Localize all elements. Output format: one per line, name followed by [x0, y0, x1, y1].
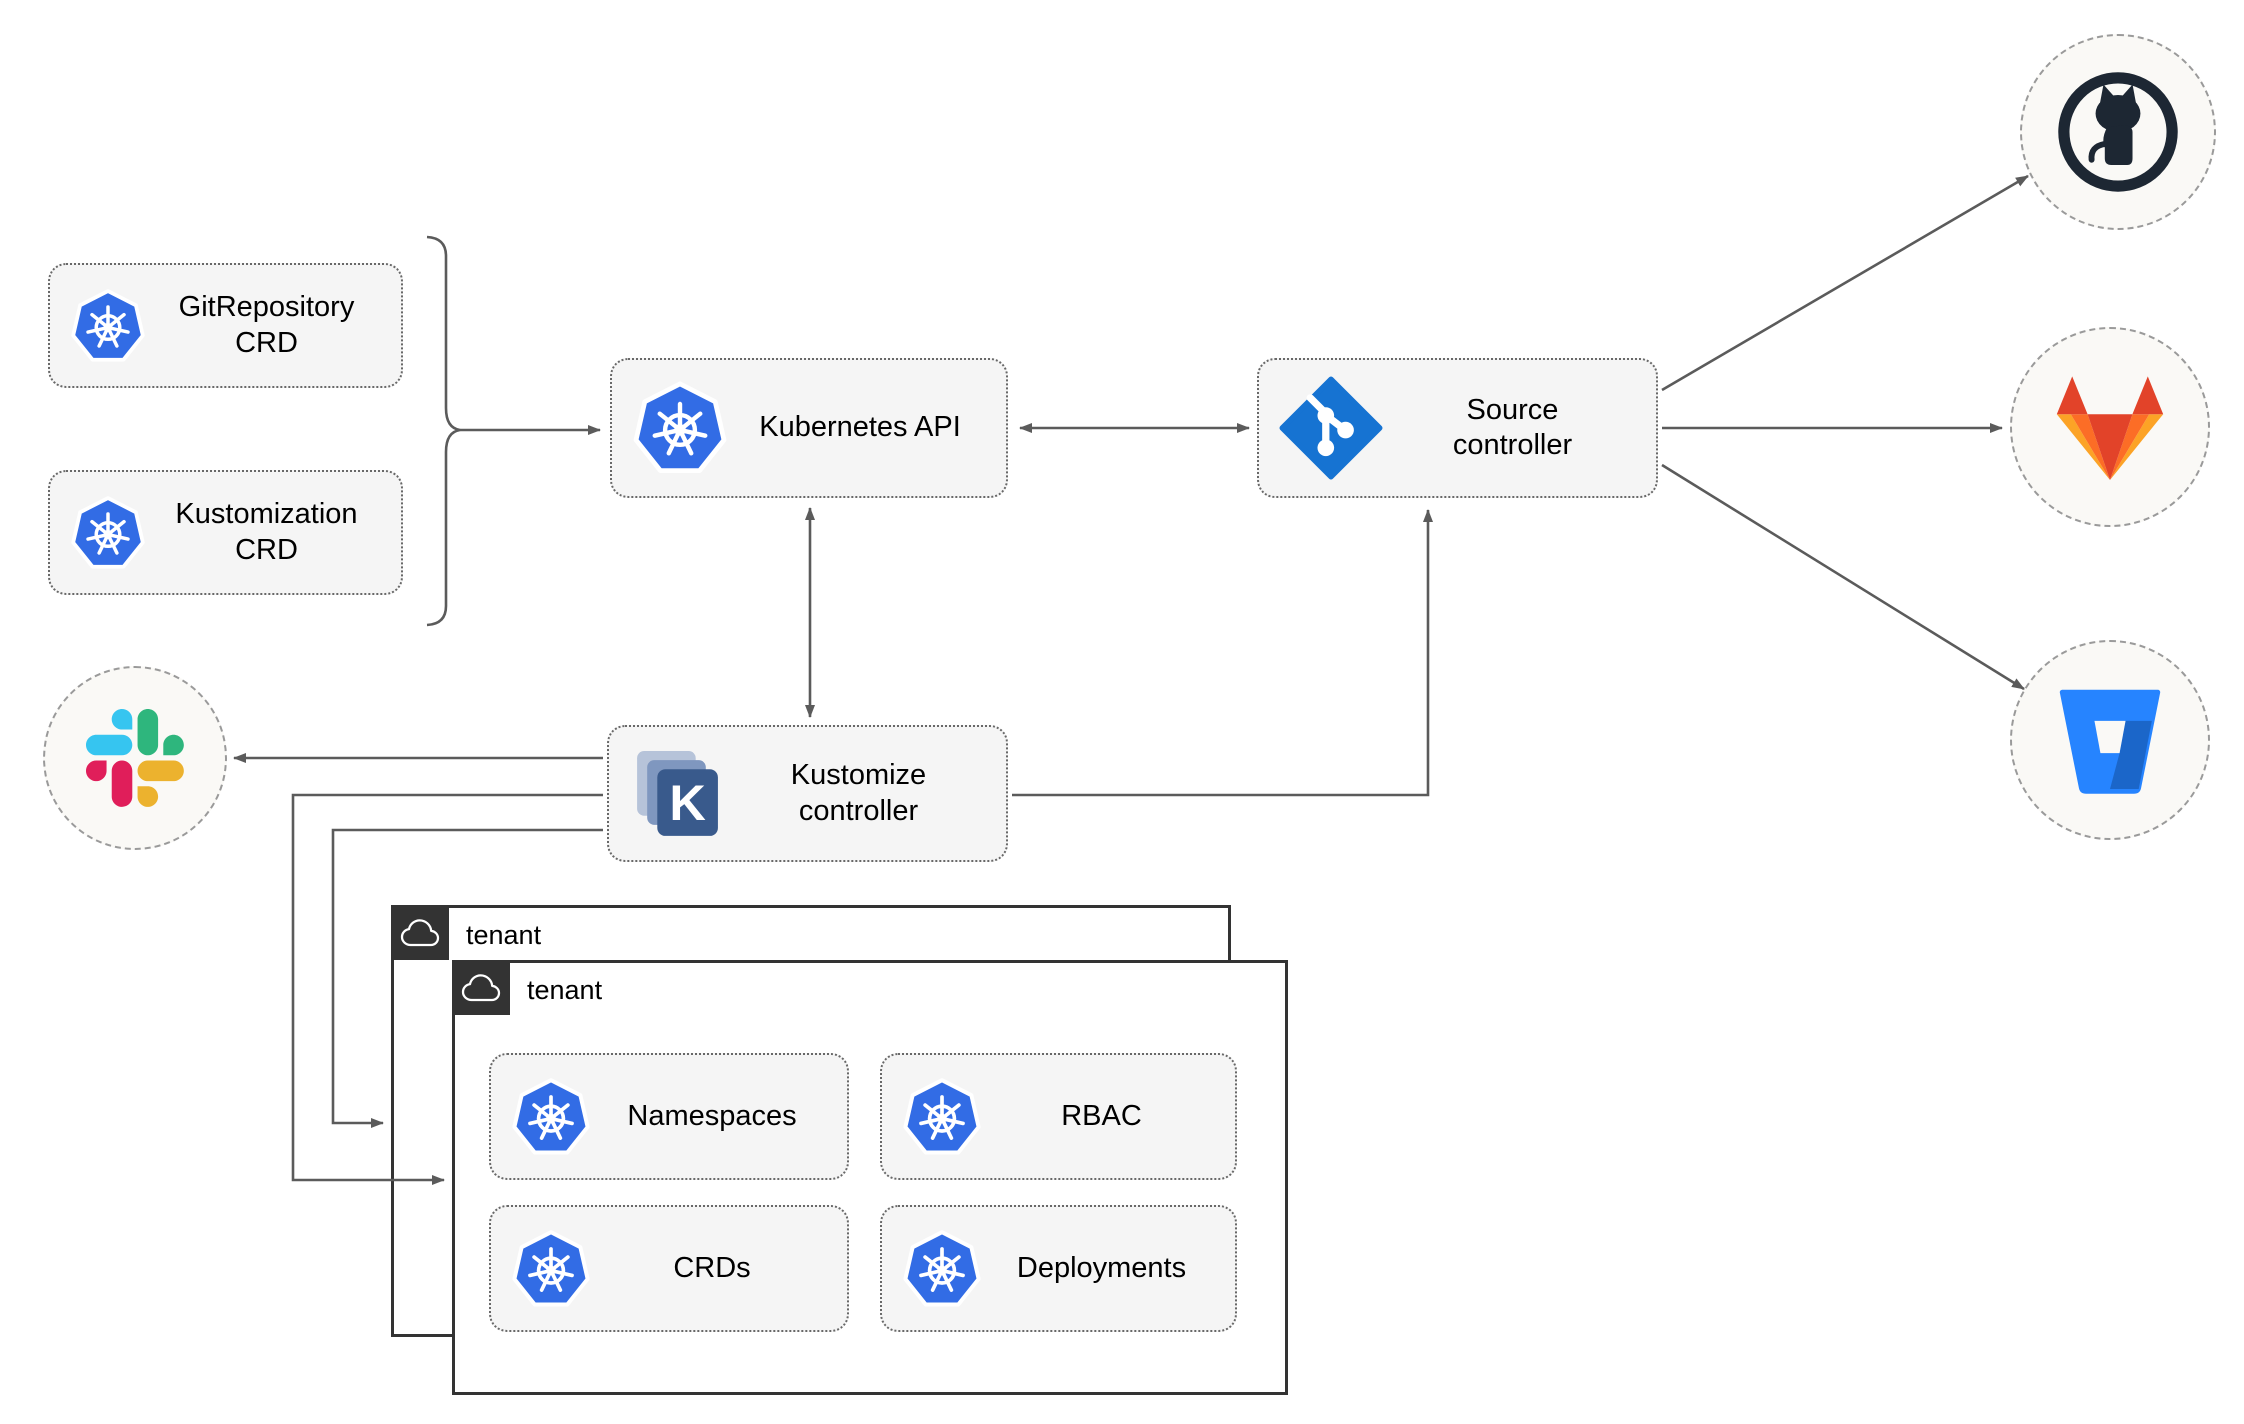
node-kustomization-crd: Kustomization CRD: [48, 470, 403, 595]
node-source-controller-label: Source controller: [1452, 393, 1573, 461]
node-crds-label: CRDs: [673, 1251, 751, 1284]
cloud-icon: [391, 905, 449, 960]
slack-icon: [86, 709, 184, 807]
gitlab-endpoint: [2010, 327, 2210, 527]
node-namespaces: Namespaces: [489, 1053, 849, 1180]
node-kustomization-crd-label: Kustomization CRD: [175, 498, 358, 566]
node-gitrepository-crd: GitRepository CRD: [48, 263, 403, 388]
kubernetes-icon: [902, 1077, 982, 1157]
bitbucket-icon: [2049, 685, 2171, 795]
slack-endpoint: [43, 666, 227, 850]
bitbucket-endpoint: [2010, 640, 2210, 840]
node-kustomize-controller-label: Kustomize controller: [790, 759, 927, 827]
kubernetes-icon: [511, 1077, 591, 1157]
kubernetes-icon: [902, 1229, 982, 1309]
tenant-front-label: tenant: [527, 975, 603, 1005]
node-rbac-label: RBAC: [1061, 1099, 1142, 1132]
node-deployments: Deployments: [880, 1205, 1237, 1332]
cloud-icon: [452, 960, 510, 1015]
node-source-controller: Source controller: [1257, 358, 1658, 498]
node-kustomize-controller: K Kustomize controller: [607, 725, 1008, 862]
node-rbac: RBAC: [880, 1053, 1237, 1180]
node-kubernetes-api-label: Kubernetes API: [759, 411, 961, 444]
crd-brace: [426, 235, 461, 627]
svg-text:K: K: [669, 773, 706, 830]
github-endpoint: [2020, 34, 2216, 230]
kubernetes-icon: [511, 1229, 591, 1309]
git-icon: [1279, 376, 1383, 480]
kustomize-icon: K: [629, 746, 725, 842]
node-gitrepository-crd-label: GitRepository CRD: [178, 291, 355, 359]
node-kubernetes-api: Kubernetes API: [610, 358, 1008, 498]
node-crds: CRDs: [489, 1205, 849, 1332]
node-deployments-label: Deployments: [1016, 1251, 1187, 1284]
gitlab-icon: [2040, 368, 2180, 487]
tenant-back-label: tenant: [466, 920, 542, 950]
node-namespaces-label: Namespaces: [627, 1099, 797, 1132]
kubernetes-icon: [70, 288, 146, 364]
kubernetes-icon: [70, 495, 146, 571]
kubernetes-icon: [632, 380, 728, 476]
github-icon: [2052, 66, 2184, 198]
